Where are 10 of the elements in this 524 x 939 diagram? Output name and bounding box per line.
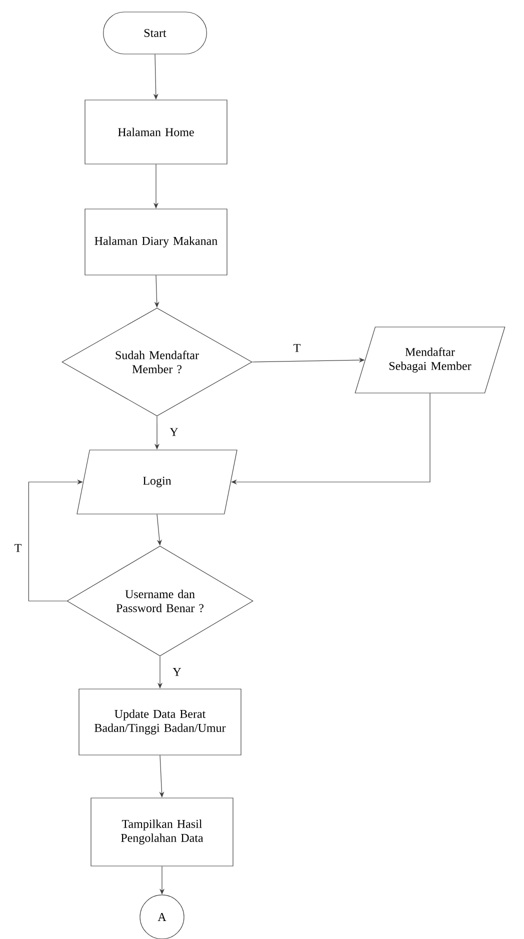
process-box: Tampilkan Hasil Pengolahan Data bbox=[90, 798, 234, 866]
input-output-parallelogram: Mendaftar Sebagai Member bbox=[354, 326, 506, 394]
edge-label: T bbox=[13, 543, 23, 553]
edge-label: Y bbox=[168, 427, 180, 437]
input-output-parallelogram: Login bbox=[76, 450, 238, 514]
edge-label: T bbox=[292, 343, 302, 353]
process-box: Update Data Berat Badan/Tinggi Badan/Umur bbox=[78, 688, 242, 756]
edge-label: Y bbox=[172, 667, 182, 677]
process-box: Halaman Diary Makanan bbox=[84, 208, 228, 276]
process-box: Halaman Home bbox=[84, 100, 228, 164]
